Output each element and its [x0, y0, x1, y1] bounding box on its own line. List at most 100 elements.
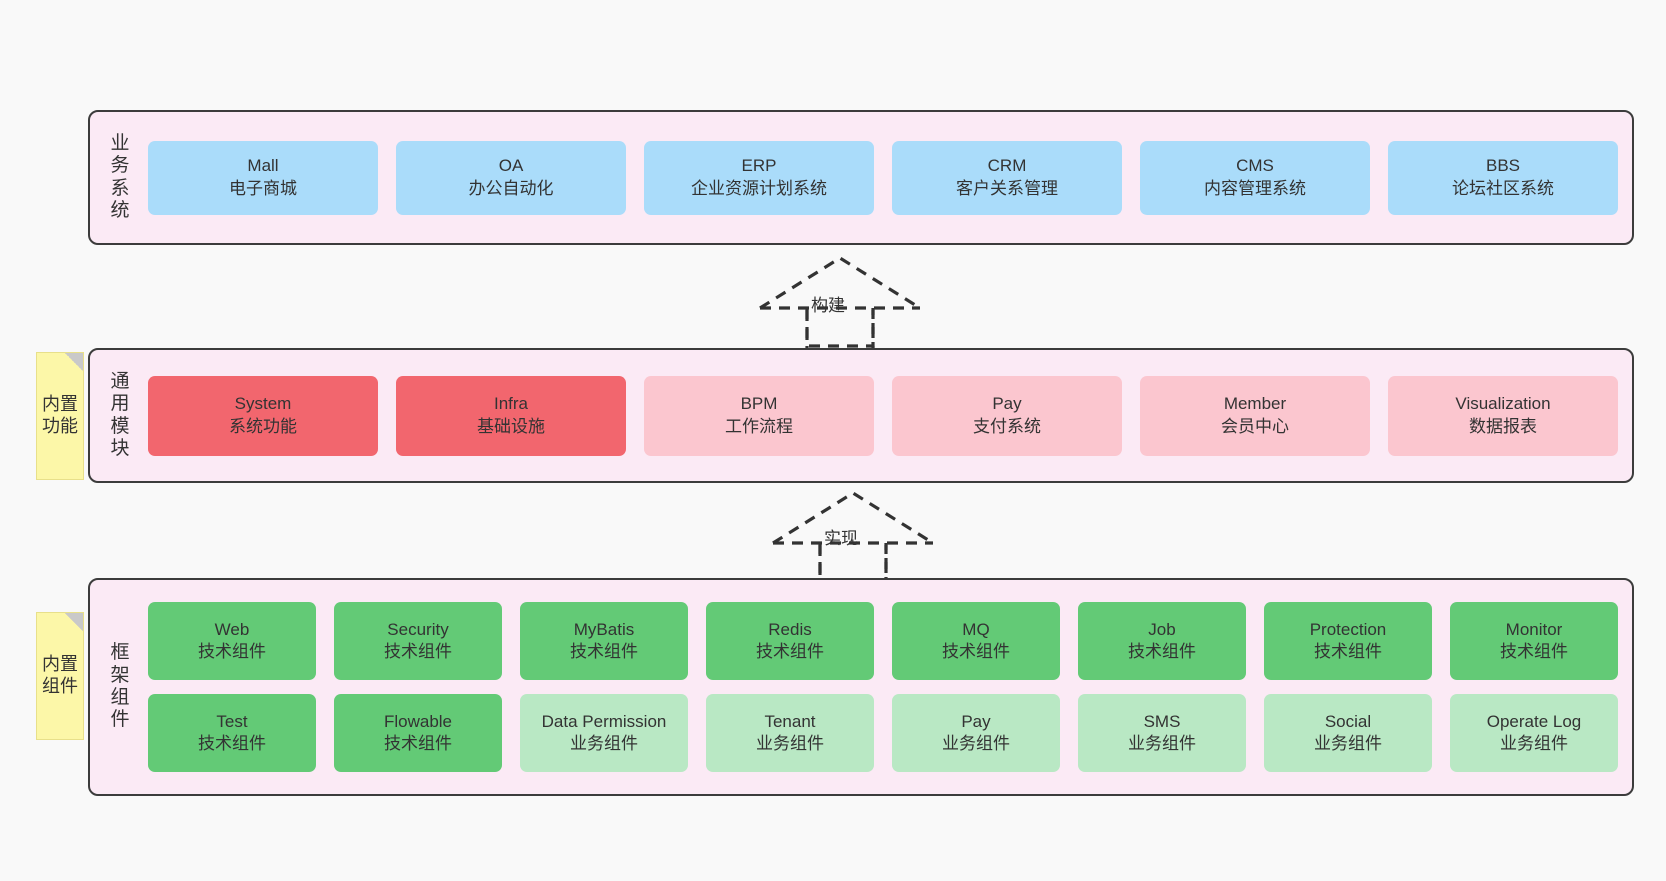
node-subtitle: 基础设施: [477, 416, 545, 436]
node-subtitle: 技术组件: [1500, 642, 1568, 661]
node-title: ERP: [741, 156, 777, 176]
node-subtitle: 业务组件: [1314, 734, 1382, 753]
node-erp[interactable]: ERP 企业资源计划系统: [644, 140, 874, 215]
node-security[interactable]: Security 技术组件: [334, 602, 502, 680]
node-tenant[interactable]: Tenant 业务组件: [706, 694, 874, 772]
node-system[interactable]: System 系统功能: [148, 375, 378, 456]
node-title: Social: [1324, 711, 1372, 731]
node-title: CMS: [1236, 156, 1274, 176]
node-subtitle: 业务组件: [570, 734, 638, 753]
node-subtitle: 系统功能: [229, 416, 297, 436]
layer-body-modules: System 系统功能 Infra 基础设施 BPM 工作流程 Pay 支付系统…: [138, 375, 1632, 456]
node-member[interactable]: Member 会员中心: [1140, 375, 1370, 456]
node-title: Mall: [247, 156, 279, 176]
node-subtitle: 办公自动化: [468, 178, 554, 198]
node-subtitle: 技术组件: [198, 734, 266, 753]
node-title: Job: [1148, 619, 1176, 639]
node-subtitle: 业务组件: [1128, 734, 1196, 753]
node-subtitle: 技术组件: [384, 642, 452, 661]
node-subtitle: 技术组件: [570, 642, 638, 661]
node-redis[interactable]: Redis 技术组件: [706, 602, 874, 680]
node-title: MyBatis: [573, 619, 635, 639]
node-bpm[interactable]: BPM 工作流程: [644, 375, 874, 456]
node-flowable[interactable]: Flowable 技术组件: [334, 694, 502, 772]
layer-row: Test 技术组件 Flowable 技术组件 Data Permission …: [148, 694, 1618, 772]
node-title: Operate Log: [1486, 711, 1582, 731]
layer-title-business: 业务系统: [110, 132, 130, 221]
node-subtitle: 技术组件: [1128, 642, 1196, 661]
node-subtitle: 技术组件: [756, 642, 824, 661]
node-subtitle: 企业资源计划系统: [691, 178, 827, 198]
node-title: Flowable: [383, 711, 453, 731]
node-subtitle: 技术组件: [384, 734, 452, 753]
node-mybatis[interactable]: MyBatis 技术组件: [520, 602, 688, 680]
node-title: Test: [216, 711, 248, 731]
node-subtitle: 会员中心: [1221, 416, 1289, 436]
node-test[interactable]: Test 技术组件: [148, 694, 316, 772]
node-job[interactable]: Job 技术组件: [1078, 602, 1246, 680]
node-visualization[interactable]: Visualization 数据报表: [1388, 375, 1618, 456]
node-title: Member: [1223, 394, 1287, 414]
layer-title-modules: 通用模块: [110, 370, 130, 459]
layer-title-framework: 框架组件: [110, 642, 130, 731]
node-subtitle: 业务组件: [942, 734, 1010, 753]
node-data-permission[interactable]: Data Permission 业务组件: [520, 694, 688, 772]
note-label: 内置组件: [42, 654, 78, 696]
node-protection[interactable]: Protection 技术组件: [1264, 602, 1432, 680]
node-mq[interactable]: MQ 技术组件: [892, 602, 1060, 680]
layer-common-modules: 通用模块 System 系统功能 Infra 基础设施 BPM 工作流程 Pay…: [88, 348, 1634, 483]
node-sms[interactable]: SMS 业务组件: [1078, 694, 1246, 772]
arrow-build-shaft: [805, 310, 875, 348]
layer-row: Mall 电子商城 OA 办公自动化 ERP 企业资源计划系统 CRM 客户关系…: [148, 140, 1618, 215]
layer-business-systems: 业务系统 Mall 电子商城 OA 办公自动化 ERP 企业资源计划系统 CRM…: [88, 110, 1634, 245]
node-oa[interactable]: OA 办公自动化: [396, 140, 626, 215]
page-fold-icon: [65, 353, 83, 371]
page-fold-icon: [65, 613, 83, 631]
node-title: Web: [214, 619, 250, 639]
node-monitor[interactable]: Monitor 技术组件: [1450, 602, 1618, 680]
node-title: SMS: [1143, 711, 1181, 731]
arrow-build-label: 构建: [811, 296, 845, 315]
node-crm[interactable]: CRM 客户关系管理: [892, 140, 1122, 215]
node-bbs[interactable]: BBS 论坛社区系统: [1388, 140, 1618, 215]
node-title: Infra: [493, 394, 529, 414]
layer-framework-components: 框架组件 Web 技术组件 Security 技术组件 MyBatis 技术组件…: [88, 578, 1634, 796]
node-title: Protection: [1309, 619, 1387, 639]
node-title: Pay: [961, 711, 991, 731]
node-title: Tenant: [764, 711, 816, 731]
node-title: CRM: [987, 156, 1027, 176]
node-title: Visualization: [1455, 394, 1551, 414]
node-cms[interactable]: CMS 内容管理系统: [1140, 140, 1370, 215]
node-pay[interactable]: Pay 支付系统: [892, 375, 1122, 456]
note-builtin-components: 内置组件: [36, 612, 84, 740]
layer-row: Web 技术组件 Security 技术组件 MyBatis 技术组件 Redi…: [148, 602, 1618, 680]
node-title: System: [234, 394, 292, 414]
node-title: MQ: [962, 619, 990, 639]
node-title: Pay: [992, 394, 1022, 414]
node-subtitle: 内容管理系统: [1204, 178, 1306, 198]
node-subtitle: 客户关系管理: [956, 178, 1058, 198]
node-subtitle: 数据报表: [1469, 416, 1537, 436]
node-title: OA: [498, 156, 524, 176]
node-infra[interactable]: Infra 基础设施: [396, 375, 626, 456]
node-subtitle: 业务组件: [756, 734, 824, 753]
layer-row: System 系统功能 Infra 基础设施 BPM 工作流程 Pay 支付系统…: [148, 375, 1618, 456]
node-subtitle: 技术组件: [198, 642, 266, 661]
node-operate-log[interactable]: Operate Log 业务组件: [1450, 694, 1618, 772]
node-subtitle: 工作流程: [725, 416, 793, 436]
node-title: Data Permission: [541, 711, 667, 731]
node-social[interactable]: Social 业务组件: [1264, 694, 1432, 772]
node-subtitle: 业务组件: [1500, 734, 1568, 753]
layer-body-business: Mall 电子商城 OA 办公自动化 ERP 企业资源计划系统 CRM 客户关系…: [138, 140, 1632, 215]
node-subtitle: 技术组件: [1314, 642, 1382, 661]
node-web[interactable]: Web 技术组件: [148, 602, 316, 680]
node-title: Monitor: [1505, 619, 1563, 639]
node-subtitle: 电子商城: [229, 178, 297, 198]
node-title: BPM: [740, 394, 778, 414]
arrow-implement-label: 实现: [824, 529, 858, 548]
node-pay-component[interactable]: Pay 业务组件: [892, 694, 1060, 772]
node-subtitle: 论坛社区系统: [1452, 178, 1554, 198]
node-mall[interactable]: Mall 电子商城: [148, 140, 378, 215]
note-builtin-functions: 内置功能: [36, 352, 84, 480]
